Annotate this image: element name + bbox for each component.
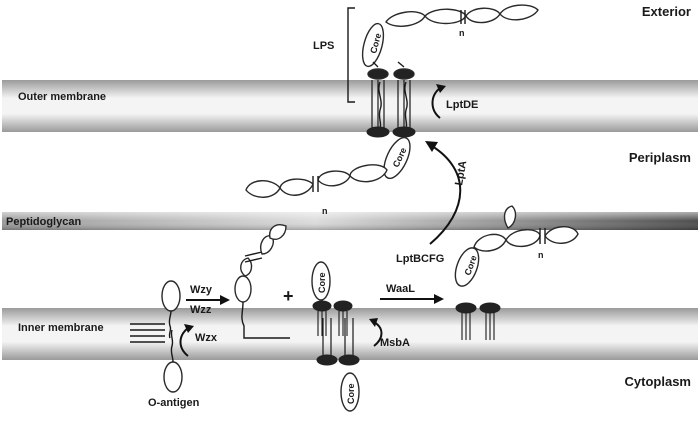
outer-lps-repeat-n: n — [459, 28, 465, 38]
wzy-wzz-arrow — [186, 295, 230, 305]
lptde-arrow — [431, 84, 446, 119]
lptde-label: LptDE — [446, 99, 478, 111]
o-antigen-label: O-antigen — [148, 397, 200, 409]
exterior-label: Exterior — [642, 4, 691, 19]
wzz-label: Wzz — [190, 304, 212, 316]
plus-sign: + — [283, 286, 294, 306]
lps-label: LPS — [313, 40, 334, 52]
wzy-label: Wzy — [190, 284, 213, 296]
waal-label: WaaL — [386, 283, 415, 295]
periplasm-lps-repeat-n: n — [322, 206, 328, 216]
lipid-a-core-molecule — [311, 261, 353, 336]
waal-arrow — [380, 294, 444, 304]
lpta-label: LptA — [453, 160, 469, 187]
wzx-label: Wzx — [195, 332, 218, 344]
peptidoglycan-label: Peptidoglycan — [6, 216, 81, 228]
periplasm-label: Periplasm — [629, 150, 691, 165]
inner-membrane-label: Inner membrane — [18, 322, 104, 334]
periplasm-lps-molecule — [245, 136, 411, 198]
ligated-lps-molecule — [454, 205, 579, 340]
lptbcfg-label: LptBCFG — [396, 253, 444, 265]
o-antigen-cytoplasm-unit — [163, 329, 183, 393]
msba-label: MsbA — [380, 337, 410, 349]
ligated-lps-repeat-n: n — [538, 250, 544, 260]
lipid-a-core-label: Core — [317, 272, 327, 293]
msba-arrow — [369, 318, 383, 347]
lps-bracket — [347, 7, 355, 103]
outer-membrane-band — [2, 80, 698, 132]
lptde-transporter — [366, 80, 416, 138]
cytoplasm-core-label: Core — [346, 383, 356, 404]
polymerised-o-antigen — [234, 224, 290, 339]
o-antigen-membrane-unit — [130, 280, 181, 343]
inner-membrane-band — [2, 308, 698, 360]
lpta-arrow — [425, 141, 462, 245]
peptidoglycan-shade — [2, 212, 698, 230]
outer-lps-molecule — [361, 4, 539, 80]
cytoplasm-label: Cytoplasm — [625, 374, 691, 389]
wzx-arrow — [179, 324, 194, 357]
msba-transporter — [316, 318, 360, 412]
outer-membrane-label: Outer membrane — [18, 91, 106, 103]
